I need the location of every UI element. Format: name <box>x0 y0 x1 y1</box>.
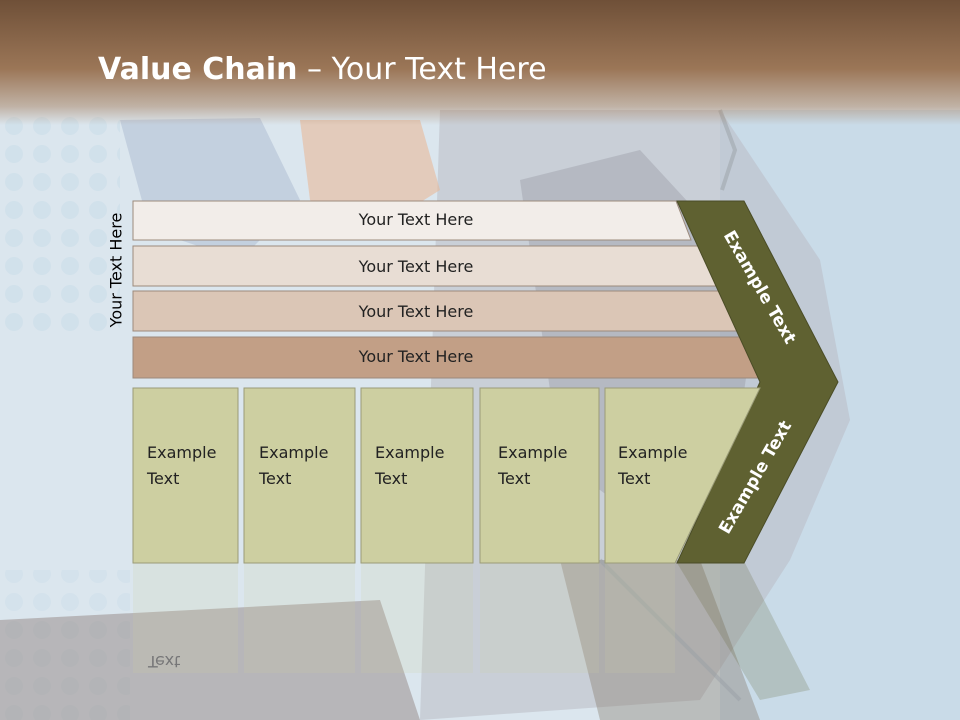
support-row-label: Your Text Here <box>358 257 474 276</box>
support-row: Your Text Here <box>132 336 764 379</box>
primary-box-line2: Text <box>497 469 530 488</box>
title-bold: Value Chain <box>98 52 298 87</box>
slide-title: Value Chain – Your Text Here <box>98 52 547 87</box>
primary-box: Example Text <box>132 387 239 564</box>
margin-chevron <box>676 200 839 564</box>
primary-box: Example Text <box>360 387 474 564</box>
support-row: Your Text Here <box>132 200 692 241</box>
primary-box-line2: Text <box>617 469 650 488</box>
primary-box-line2: Text <box>374 469 407 488</box>
primary-box-line1: Example <box>259 443 328 462</box>
reflection: Text <box>133 563 810 700</box>
primary-box: Example Text <box>243 387 356 564</box>
primary-box: Example Text <box>479 387 600 564</box>
primary-box-line1: Example <box>618 443 687 462</box>
support-row-label: Your Text Here <box>358 302 474 321</box>
primary-box-line1: Example <box>498 443 567 462</box>
support-row-label: Your Text Here <box>358 210 474 229</box>
vertical-label-text: Your Text Here <box>106 212 126 328</box>
title-rest: – Your Text Here <box>297 52 547 87</box>
support-row-label: Your Text Here <box>358 347 474 366</box>
primary-box-line1: Example <box>147 443 216 462</box>
primary-box: Example Text <box>604 387 761 564</box>
title-bar <box>0 0 960 125</box>
primary-box-line1: Example <box>375 443 444 462</box>
primary-box-line2: Text <box>258 469 291 488</box>
support-row: Your Text Here <box>132 245 717 287</box>
svg-text:Text: Text <box>147 652 180 671</box>
primary-box-line2: Text <box>146 469 179 488</box>
support-row: Your Text Here <box>132 290 740 332</box>
